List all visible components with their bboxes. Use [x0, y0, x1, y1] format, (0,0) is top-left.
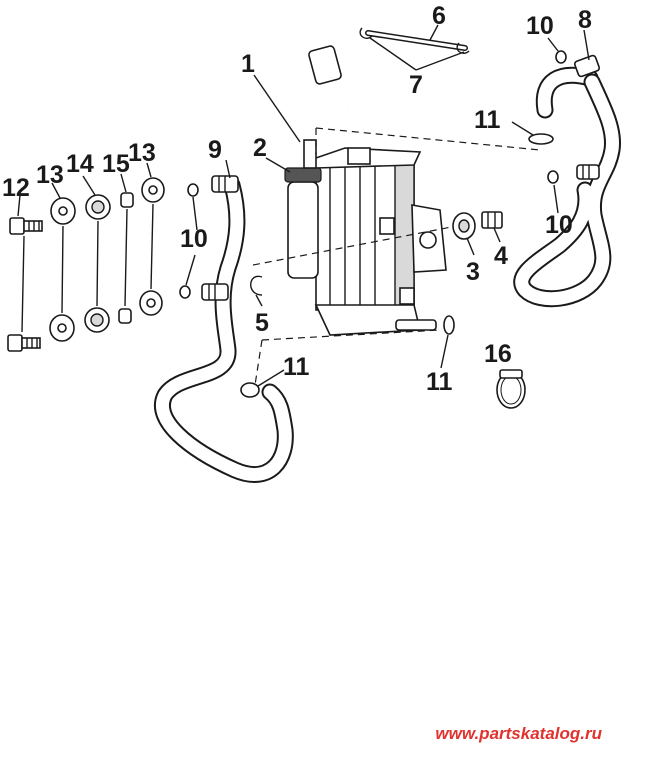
callout-13-right: 13 — [128, 139, 156, 167]
callout-9: 9 — [208, 136, 222, 164]
callout-10-left: 10 — [180, 225, 208, 253]
hose-clamp-16 — [496, 369, 526, 409]
callout-11-left: 11 — [283, 353, 310, 381]
rod-6 — [359, 27, 470, 54]
callout-labels: 1 2 3 4 5 6 7 8 9 10 10 10 11 11 11 12 1… — [2, 2, 592, 396]
callout-14: 14 — [66, 150, 94, 178]
assembly-guide-lines — [252, 127, 541, 386]
clip-5 — [250, 275, 263, 296]
callout-4: 4 — [494, 242, 508, 270]
callout-6: 6 — [432, 2, 446, 30]
o-ring-10-lower-right — [547, 170, 559, 184]
grommet-3 — [452, 212, 476, 240]
leader-lines — [17, 24, 590, 387]
o-ring-10-upper-right — [555, 50, 567, 64]
callout-15: 15 — [102, 150, 130, 178]
o-ring-10-left-lower — [179, 285, 191, 299]
hose-9 — [154, 175, 294, 483]
callout-3: 3 — [466, 258, 480, 286]
callout-5: 5 — [255, 309, 269, 337]
fuel-filter-2 — [287, 181, 319, 279]
callout-7: 7 — [409, 71, 423, 99]
callout-11-upper: 11 — [474, 106, 501, 134]
callout-8: 8 — [578, 6, 592, 34]
o-ring-10-left-upper — [187, 183, 199, 197]
hardware-guide-lines — [21, 203, 154, 333]
bolt-12-upper-head — [9, 217, 25, 235]
callout-13-left: 13 — [36, 161, 64, 189]
mount-hardware-upper — [9, 177, 165, 235]
clamp-11-right — [443, 315, 455, 335]
clamp-11-upper — [528, 133, 554, 145]
callout-11-right: 11 — [426, 368, 453, 396]
callout-1: 1 — [241, 50, 255, 78]
callout-16: 16 — [484, 340, 512, 368]
callout-2: 2 — [253, 134, 267, 162]
callout-12: 12 — [2, 174, 30, 202]
callout-10-top-right: 10 — [526, 12, 554, 40]
mount-hardware-lower — [7, 290, 163, 352]
hose-8 — [513, 54, 622, 308]
clamp-11-left — [240, 382, 260, 398]
fuel-pump-assembly — [284, 45, 447, 336]
callout-10-right: 10 — [545, 211, 573, 239]
watermark: www.partskatalog.ru — [435, 724, 602, 743]
fitting-4 — [481, 211, 503, 229]
bolt-12-upper-shank — [23, 220, 43, 232]
